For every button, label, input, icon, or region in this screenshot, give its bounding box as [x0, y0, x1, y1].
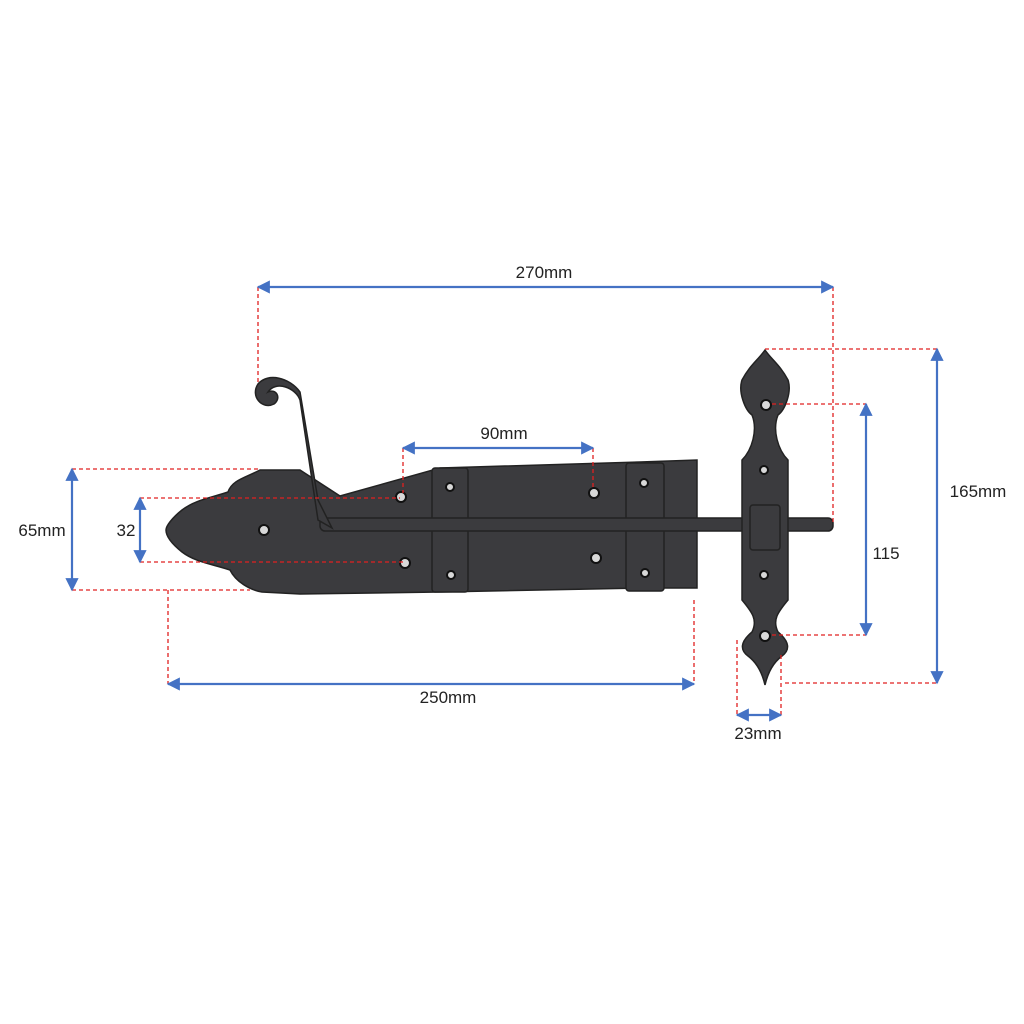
- extension-lines: [72, 287, 937, 715]
- label-inner-hole-spacing: 32: [117, 521, 136, 540]
- screw-hole: [590, 552, 602, 564]
- screw-hole: [399, 557, 411, 569]
- label-hole-spacing: 90mm: [480, 424, 527, 443]
- label-keeper-height: 165mm: [950, 482, 1007, 501]
- keeper: [740, 348, 790, 686]
- bolt-rod: [254, 376, 834, 532]
- label-plate-height: 65mm: [18, 521, 65, 540]
- label-plate-length: 250mm: [420, 688, 477, 707]
- screw-hole: [395, 491, 407, 503]
- screw-hole: [588, 487, 600, 499]
- label-keeper-width: 23mm: [734, 724, 781, 743]
- screw-hole: [258, 524, 270, 536]
- label-keeper-hole-spacing: 115: [872, 544, 899, 563]
- label-overall-length: 270mm: [516, 263, 573, 282]
